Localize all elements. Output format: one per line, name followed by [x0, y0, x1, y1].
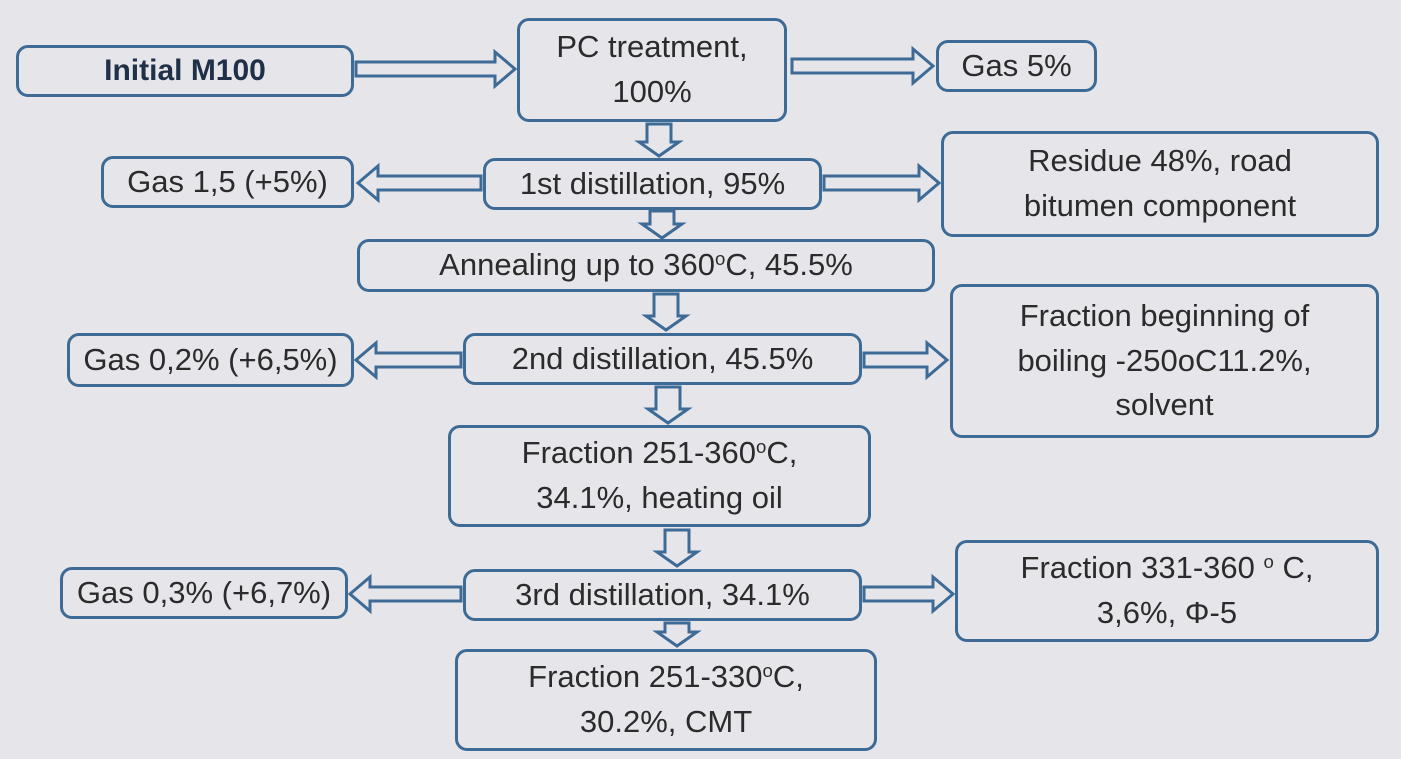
arrow-right-icon [790, 45, 936, 87]
arrow-left-icon [347, 573, 463, 615]
residue-line-1: Residue 48%, road [1028, 143, 1292, 179]
arrow-down-icon [634, 122, 684, 158]
gas-3-box: Gas 0,3% (+6,7%) [60, 567, 348, 619]
gas-2-box: Gas 0,2% (+6,5%) [67, 333, 354, 387]
gas-5-label: Gas 5% [961, 47, 1072, 83]
fraction-331-360-line-1: Fraction 331-360 o C, [1020, 550, 1314, 586]
fraction-251-330-line-1: Fraction 251-330oC, [528, 659, 804, 695]
pc-treatment-line-2: 100% [612, 74, 692, 109]
annealing-label: Annealing up to 360oC, 45.5% [439, 247, 853, 283]
fraction-boiling-line-3: solvent [1115, 387, 1214, 423]
fraction-boiling-box: Fraction beginning of boiling -250oC11.2… [950, 284, 1379, 438]
fraction-331-360-box: Fraction 331-360 o C, 3,6%, Φ-5 [955, 540, 1379, 642]
arrow-right-icon [822, 162, 942, 204]
residue-line-2: bitumen component [1023, 188, 1297, 223]
arrow-right-icon [862, 339, 950, 381]
arrow-down-icon [643, 385, 693, 425]
second-distillation-box: 2nd distillation, 45.5% [463, 333, 862, 385]
gas-3-label: Gas 0,3% (+6,7%) [76, 574, 332, 610]
fraction-boiling-line-1: Fraction beginning of [1019, 297, 1310, 333]
fraction-boiling-line-2: boiling -250oC11.2%, [1017, 342, 1312, 378]
first-distillation-box: 1st distillation, 95% [483, 158, 822, 210]
first-distillation-label: 1st distillation, 95% [519, 165, 786, 201]
residue-box: Residue 48%, road bitumen component [941, 131, 1379, 237]
fraction-251-360-line-1: Fraction 251-360oC, [521, 435, 798, 471]
arrow-down-icon [641, 292, 691, 332]
pc-treatment-line-1: PC treatment, [556, 29, 748, 65]
arrow-down-icon [652, 528, 702, 568]
third-distillation-label: 3rd distillation, 34.1% [515, 576, 810, 612]
pc-treatment-box: PC treatment, 100% [517, 18, 787, 122]
gas-5-box: Gas 5% [936, 40, 1097, 92]
fraction-251-330-box: Fraction 251-330oC, 30.2%, CMT [455, 649, 877, 751]
arrow-left-icon [355, 162, 483, 204]
fraction-331-360-line-2: 3,6%, Φ-5 [1096, 595, 1238, 630]
initial-m100-box: Initial M100 [16, 45, 354, 97]
gas-2-label: Gas 0,2% (+6,5%) [83, 341, 338, 377]
arrow-right-icon [862, 573, 956, 615]
annealing-box: Annealing up to 360oC, 45.5% [357, 239, 935, 292]
arrow-down-icon [652, 621, 702, 648]
gas-1-label: Gas 1,5 (+5%) [127, 163, 328, 199]
fraction-251-330-line-2: 30.2%, CMT [579, 704, 753, 739]
second-distillation-label: 2nd distillation, 45.5% [511, 340, 814, 376]
fraction-251-360-box: Fraction 251-360oC, 34.1%, heating oil [448, 425, 871, 527]
arrow-right-icon [354, 48, 518, 90]
fraction-251-360-line-2: 34.1%, heating oil [536, 480, 783, 515]
initial-m100-label: Initial M100 [104, 54, 266, 88]
third-distillation-box: 3rd distillation, 34.1% [463, 569, 862, 621]
arrow-down-icon [637, 209, 687, 240]
arrow-left-icon [353, 339, 463, 381]
gas-1-box: Gas 1,5 (+5%) [101, 156, 354, 208]
